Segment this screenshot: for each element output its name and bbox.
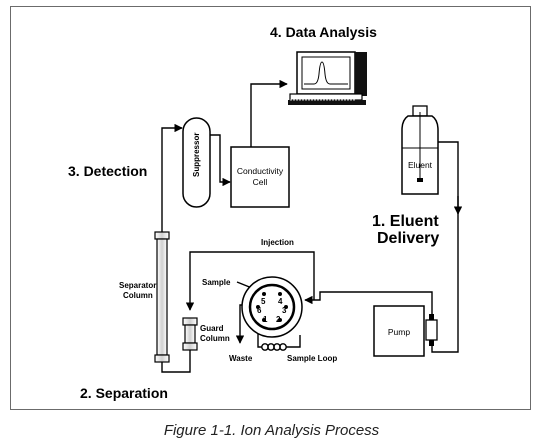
conductivity-label-line2: Cell bbox=[253, 177, 268, 187]
separator-column-icon bbox=[154, 231, 170, 363]
suppressor-to-cell-line bbox=[210, 134, 231, 187]
injection-valve-icon bbox=[241, 276, 303, 338]
sample-loop-coil bbox=[261, 343, 287, 351]
stage-data-analysis: 4. Data Analysis bbox=[270, 24, 377, 40]
valve-port-5: 5 bbox=[261, 297, 266, 306]
valve-port-4: 4 bbox=[278, 297, 283, 306]
eluent-label: Eluent bbox=[408, 160, 433, 170]
valve-port-3: 3 bbox=[282, 306, 287, 315]
stage-eluent-delivery-line2: Delivery bbox=[377, 230, 439, 247]
guard-column-icon bbox=[182, 317, 198, 351]
conductivity-cell-box bbox=[230, 146, 290, 208]
cell-to-computer-line bbox=[250, 79, 288, 147]
suppressor-label: Suppressor bbox=[192, 133, 201, 177]
guard-label-line1: Guard bbox=[200, 324, 224, 333]
pump-head-icon bbox=[425, 314, 438, 346]
guard-to-separator-line bbox=[161, 350, 191, 373]
sample-label: Sample bbox=[202, 278, 231, 287]
conductivity-label-line1: Conductivity bbox=[237, 166, 284, 176]
stage-eluent-delivery-line1: 1. Eluent bbox=[372, 213, 439, 230]
diagram-frame bbox=[10, 6, 531, 410]
stage-detection: 3. Detection bbox=[68, 163, 147, 179]
separator-label-line2: Column bbox=[123, 291, 153, 300]
separator-to-suppressor-line bbox=[161, 123, 183, 232]
eluent-bottle-icon bbox=[401, 105, 439, 195]
waste-label: Waste bbox=[229, 354, 253, 363]
computer-icon bbox=[288, 51, 367, 105]
pump-label: Pump bbox=[388, 327, 410, 337]
valve-port-2: 2 bbox=[276, 315, 281, 324]
separator-label-line1: Separator bbox=[119, 281, 156, 290]
valve-port-6: 6 bbox=[257, 306, 262, 315]
pump-to-valve-line bbox=[304, 291, 433, 314]
stage-separation: 2. Separation bbox=[80, 385, 168, 401]
valve-port-1: 1 bbox=[263, 315, 268, 324]
pump-box bbox=[373, 305, 425, 357]
guard-label-line2: Column bbox=[200, 334, 230, 343]
injection-line bbox=[185, 251, 315, 311]
eluent-to-pump-line bbox=[431, 141, 459, 353]
sample-loop-label: Sample Loop bbox=[287, 354, 337, 363]
figure-caption: Figure 1-1. Ion Analysis Process bbox=[163, 422, 380, 439]
suppressor-icon bbox=[182, 117, 211, 208]
injection-label: Injection bbox=[261, 238, 294, 247]
